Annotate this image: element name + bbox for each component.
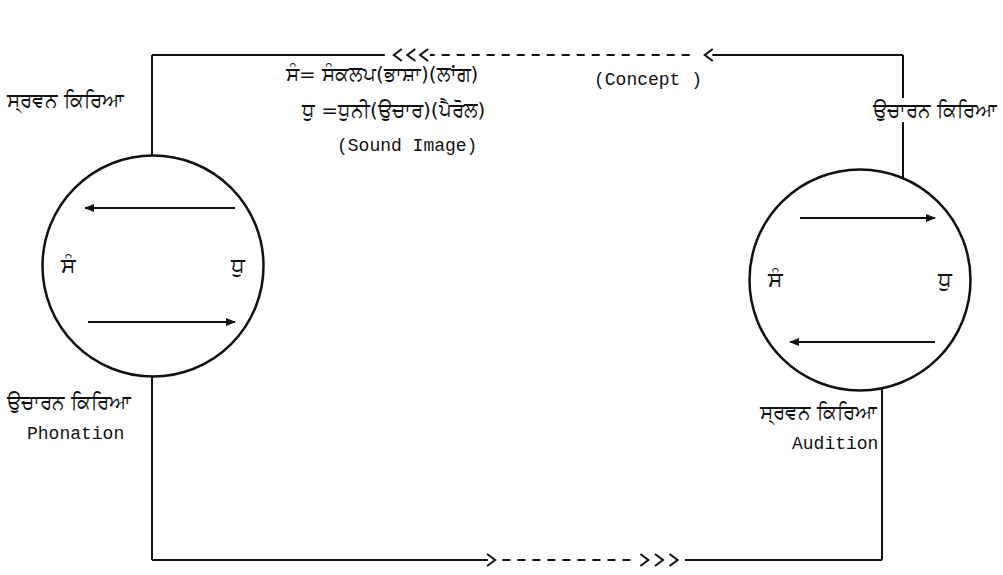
english-label: (Sound Image) xyxy=(335,136,479,158)
concept-symbol: ਸੰ xyxy=(768,267,783,293)
speaker-circle: ਸੰ ਧੁ xyxy=(41,154,265,378)
connector-segment xyxy=(152,54,385,56)
punjabi-label: ਸ੍ਰਵਨ ਕਿਰਿਆ xyxy=(5,88,126,112)
circle-outline xyxy=(43,156,264,377)
arrow-head xyxy=(407,49,415,61)
connector-segment xyxy=(151,55,153,156)
sound-symbol: ਧੁ xyxy=(231,253,245,279)
connector-segment xyxy=(430,54,690,56)
english-label: Audition xyxy=(790,434,880,456)
arrow-head xyxy=(670,554,678,566)
connector-segment xyxy=(685,559,882,561)
arrow-head xyxy=(394,49,402,61)
punjabi-label: ਸ੍ਰਵਨ ਕਿਰਿਆ xyxy=(758,400,879,424)
punjabi-label: ਸੰ= ਸੰਕਲਪ(ਭਾਸ਼ਾ)(ਲਾਂਗ) xyxy=(284,62,480,86)
connector-segment xyxy=(502,559,633,561)
speech-circuit-line xyxy=(152,376,882,566)
sound-symbol: ਧੁ xyxy=(938,267,952,293)
connector-segment xyxy=(152,559,488,561)
flow-arrow xyxy=(800,217,935,219)
connector-segment xyxy=(151,376,153,560)
arrow-head xyxy=(487,554,495,566)
arrow-head xyxy=(420,49,428,61)
concept-symbol: ਸੰ xyxy=(61,253,76,279)
connector-segment xyxy=(881,388,883,560)
flow-arrow xyxy=(790,341,935,343)
english-label: (Concept ) xyxy=(592,70,704,92)
circle-outline xyxy=(750,170,971,391)
speaker-circle: ਸੰ ਧੁ xyxy=(748,168,972,392)
punjabi-label: ਧੁ =ਧੁਨੀ(ਉਚਾਰ)(ਪੈਰੋਲ) xyxy=(300,98,487,122)
punjabi-label: ਉਚਾਰਨ ਕਿਰਿਆ xyxy=(5,390,133,414)
flow-arrow xyxy=(85,207,235,209)
flow-arrow xyxy=(88,321,235,323)
arrow-head xyxy=(655,554,663,566)
english-label: Phonation xyxy=(25,424,126,446)
speech-circuit-line xyxy=(152,49,903,178)
arrow-head xyxy=(640,554,648,566)
connector-segment xyxy=(712,54,903,56)
punjabi-label: ਉਚਾਰਨ ਕਿਰਿਆ xyxy=(871,98,999,122)
arrow-head xyxy=(705,49,713,61)
